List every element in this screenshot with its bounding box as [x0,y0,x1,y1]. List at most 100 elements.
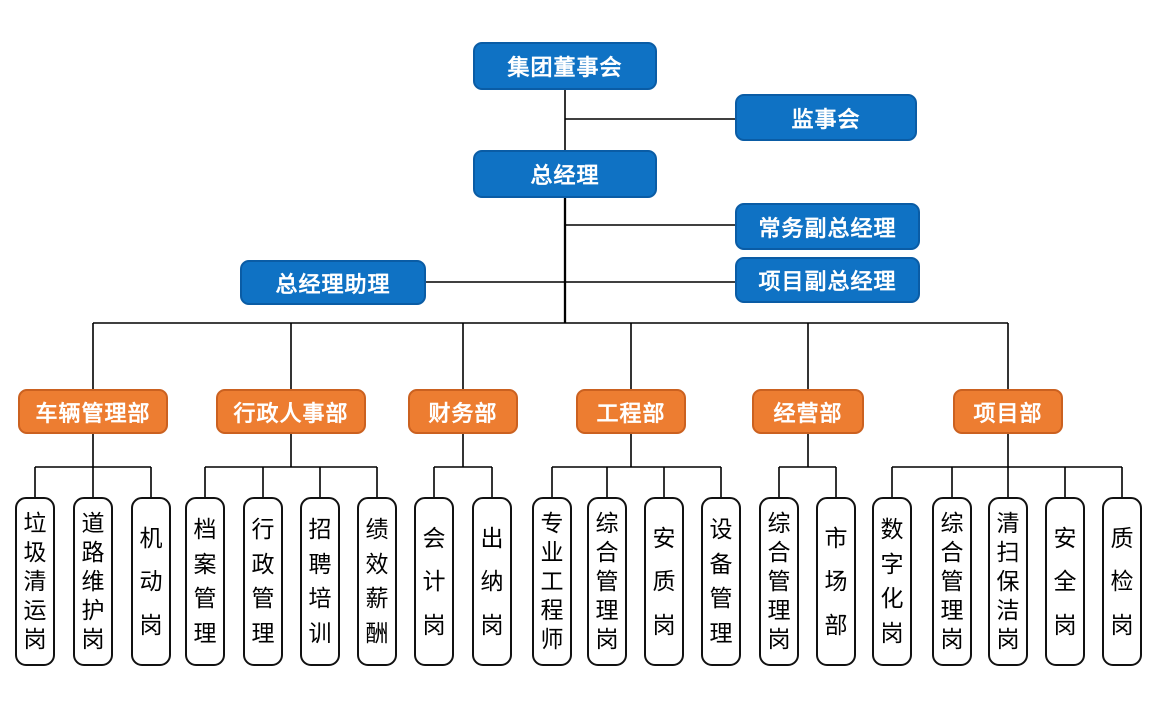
node-group-board: 集团董事会 [473,42,657,90]
position-char: 管 [709,585,733,612]
position-char: 数 [880,515,904,542]
department-box: 工程部 [576,389,686,434]
position-char: 工 [540,568,564,594]
position-box: 绩效薪酬 [357,497,397,666]
position-char: 质 [652,568,676,594]
node-supervisory-board: 监事会 [735,94,917,141]
position-char: 政 [251,550,275,577]
position-char: 合 [767,539,791,565]
position-char: 安 [1053,524,1077,551]
position-char: 备 [709,550,733,577]
position-char: 聘 [308,550,332,577]
position-char: 程 [540,597,564,623]
department-box: 行政人事部 [216,389,366,434]
position-char: 运 [23,597,47,623]
position-char: 管 [193,585,217,612]
position-char: 护 [81,597,105,623]
position-char: 管 [251,585,275,612]
position-box: 质检岗 [1102,497,1142,666]
node-project-deputy-gm: 项目副总经理 [735,257,920,303]
position-box: 综合管理岗 [759,497,799,666]
position-char: 理 [940,597,964,623]
position-char: 安 [652,524,676,551]
position-char: 岗 [81,626,105,652]
position-char: 纳 [480,568,504,594]
position-box: 专业工程师 [532,497,572,666]
position-char: 检 [1110,568,1134,594]
position-char: 圾 [23,539,47,565]
position-char: 路 [81,539,105,565]
node-gm-assistant: 总经理助理 [240,260,426,305]
position-char: 管 [595,568,619,594]
position-char: 招 [308,515,332,542]
position-char: 清 [23,568,47,594]
position-box: 垃圾清运岗 [15,497,55,666]
position-box: 道路维护岗 [73,497,113,666]
position-char: 岗 [480,611,504,638]
position-char: 岗 [422,611,446,638]
position-char: 机 [139,524,163,551]
position-char: 行 [251,515,275,542]
position-char: 理 [709,620,733,647]
position-char: 设 [709,515,733,542]
position-box: 市场部 [816,497,856,666]
position-char: 扫 [996,539,1020,565]
position-char: 出 [480,524,504,551]
node-executive-deputy-gm: 常务副总经理 [735,203,920,250]
position-char: 合 [595,539,619,565]
position-char: 岗 [996,626,1020,652]
position-box: 招聘培训 [300,497,340,666]
position-box: 安全岗 [1045,497,1085,666]
position-char: 理 [251,620,275,647]
position-char: 动 [139,568,163,594]
position-char: 岗 [595,626,619,652]
position-char: 岗 [652,611,676,638]
position-char: 保 [996,568,1020,594]
position-char: 综 [940,510,964,536]
position-char: 垃 [23,510,47,536]
position-char: 计 [422,568,446,594]
position-box: 安质岗 [644,497,684,666]
position-box: 综合管理岗 [932,497,972,666]
position-char: 合 [940,539,964,565]
position-char: 场 [824,568,848,594]
position-char: 专 [540,510,564,536]
position-box: 机动岗 [131,497,171,666]
position-char: 岗 [767,626,791,652]
position-char: 化 [880,585,904,612]
position-box: 数字化岗 [872,497,912,666]
position-char: 洁 [996,597,1020,623]
position-box: 出纳岗 [472,497,512,666]
position-char: 岗 [139,611,163,638]
position-box: 会计岗 [414,497,454,666]
position-box: 综合管理岗 [587,497,627,666]
position-char: 效 [365,550,389,577]
position-char: 道 [81,510,105,536]
position-char: 管 [940,568,964,594]
position-char: 师 [540,626,564,652]
position-char: 理 [767,597,791,623]
position-char: 培 [308,585,332,612]
position-char: 市 [824,524,848,551]
department-box: 财务部 [408,389,518,434]
position-char: 薪 [365,585,389,612]
position-char: 管 [767,568,791,594]
position-box: 清扫保洁岗 [988,497,1028,666]
position-char: 字 [880,550,904,577]
position-char: 部 [824,611,848,638]
position-char: 酬 [365,620,389,647]
position-char: 综 [767,510,791,536]
position-box: 行政管理 [243,497,283,666]
position-char: 岗 [880,620,904,647]
position-char: 档 [193,515,217,542]
position-box: 设备管理 [701,497,741,666]
position-char: 质 [1110,524,1134,551]
position-char: 岗 [1110,611,1134,638]
position-box: 档案管理 [185,497,225,666]
position-char: 维 [81,568,105,594]
position-char: 岗 [23,626,47,652]
position-char: 理 [595,597,619,623]
department-box: 经营部 [752,389,864,434]
